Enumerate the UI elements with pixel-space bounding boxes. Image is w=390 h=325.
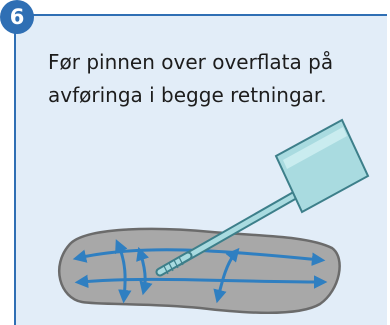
stick-cap bbox=[274, 118, 370, 214]
stool-shape bbox=[57, 227, 341, 314]
stick-threaded-tip bbox=[155, 251, 193, 277]
arrow-upper-horizontal bbox=[72, 248, 326, 266]
step-number-badge: 6 bbox=[0, 0, 34, 34]
direction-arrows bbox=[72, 239, 328, 304]
instruction-text: Før pinnen over overflata på avføringa i… bbox=[48, 50, 334, 107]
arrow-lower-horizontal bbox=[74, 274, 328, 289]
arrow-middle-vertical bbox=[136, 246, 153, 296]
arrow-right-vertical bbox=[213, 247, 240, 304]
arrow-left-vertical bbox=[115, 239, 132, 304]
